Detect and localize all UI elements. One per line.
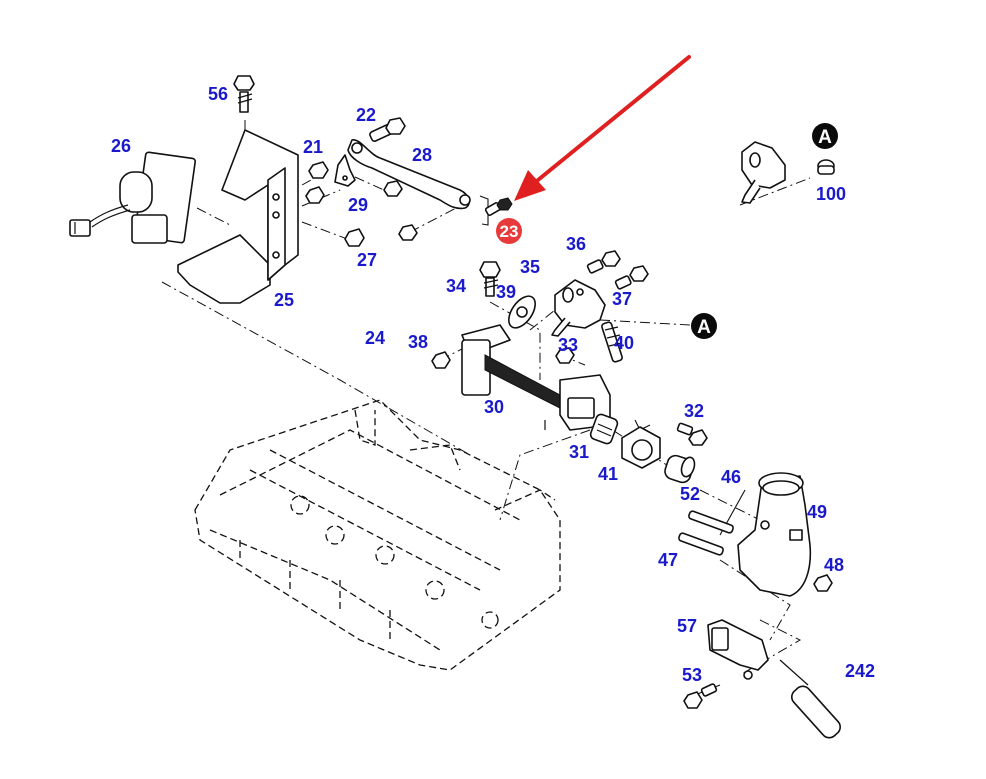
part-37-bolt[interactable] bbox=[614, 265, 649, 290]
callout-34[interactable]: 34 bbox=[446, 276, 466, 296]
callout-41[interactable]: 41 bbox=[598, 464, 618, 484]
part-24-nut-c bbox=[398, 224, 418, 241]
part-24-nut-b bbox=[383, 180, 403, 197]
part-48-nut bbox=[813, 574, 833, 592]
part-36-bolt[interactable] bbox=[586, 250, 621, 274]
callout-40[interactable]: 40 bbox=[614, 333, 634, 353]
reference-marker-a-top[interactable]: A bbox=[812, 123, 838, 149]
part-41-flange[interactable] bbox=[621, 426, 661, 469]
part-39-gasket[interactable] bbox=[503, 292, 540, 333]
part-34-bolt[interactable] bbox=[479, 261, 501, 297]
highlighted-callout-23[interactable]: 23 bbox=[496, 218, 522, 244]
callout-242[interactable]: 242 bbox=[845, 661, 875, 681]
callout-25[interactable]: 25 bbox=[274, 290, 294, 310]
part-26-actuator[interactable] bbox=[69, 151, 197, 244]
callout-49[interactable]: 49 bbox=[807, 502, 827, 522]
reference-marker-a-bottom[interactable]: A bbox=[691, 313, 717, 339]
callout-52[interactable]: 52 bbox=[680, 484, 700, 504]
part-49-elbow[interactable] bbox=[737, 472, 812, 597]
part-23-bolt[interactable] bbox=[484, 197, 513, 217]
callout-21[interactable]: 21 bbox=[303, 137, 323, 157]
part-57-sensor[interactable] bbox=[707, 619, 769, 680]
part-38-nut bbox=[431, 351, 451, 369]
part-24-nut-a bbox=[305, 186, 325, 204]
part-28-rod[interactable] bbox=[347, 139, 471, 210]
part-52-sleeve[interactable] bbox=[663, 454, 697, 485]
part-22-bolt[interactable] bbox=[369, 117, 406, 142]
callout-28[interactable]: 28 bbox=[412, 145, 432, 165]
callout-36[interactable]: 36 bbox=[566, 234, 586, 254]
part-46-stud[interactable] bbox=[688, 510, 734, 534]
part-100-plug[interactable] bbox=[817, 159, 835, 175]
part-33-nut bbox=[555, 347, 575, 364]
callout-32[interactable]: 32 bbox=[684, 401, 704, 421]
part-47-stud[interactable] bbox=[678, 532, 724, 556]
callout-38[interactable]: 38 bbox=[408, 332, 428, 352]
cylinder-head-ghost bbox=[194, 399, 561, 671]
callout-24[interactable]: 24 bbox=[365, 328, 385, 348]
callout-26[interactable]: 26 bbox=[111, 136, 131, 156]
callout-35[interactable]: 35 bbox=[520, 257, 540, 277]
part-29-plate[interactable] bbox=[334, 154, 356, 187]
pointer-arrow bbox=[514, 55, 691, 201]
nuts[interactable] bbox=[305, 161, 833, 592]
callout-57[interactable]: 57 bbox=[677, 616, 697, 636]
part-27-nut bbox=[344, 228, 365, 247]
callout-39[interactable]: 39 bbox=[496, 282, 516, 302]
leader-lines bbox=[161, 120, 811, 698]
reference-label: A bbox=[818, 127, 832, 148]
part-31-gasket[interactable] bbox=[589, 413, 619, 445]
reference-label: A bbox=[697, 317, 711, 338]
part-40-spring[interactable] bbox=[601, 321, 623, 363]
part-32-bolt[interactable] bbox=[676, 422, 708, 446]
callout-labels: 56 22 26 21 28 29 27 25 24 36 35 34 39 3… bbox=[111, 84, 875, 685]
callout-33[interactable]: 33 bbox=[558, 335, 578, 355]
callout-37[interactable]: 37 bbox=[612, 289, 632, 309]
highlight-label: 23 bbox=[500, 222, 519, 241]
callout-53[interactable]: 53 bbox=[682, 665, 702, 685]
part-242-sealant-tube[interactable] bbox=[779, 659, 844, 741]
callout-31[interactable]: 31 bbox=[569, 442, 589, 462]
callout-22[interactable]: 22 bbox=[356, 105, 376, 125]
part-53-bolt[interactable] bbox=[683, 683, 718, 709]
callout-30[interactable]: 30 bbox=[484, 397, 504, 417]
detail-a-assembly[interactable] bbox=[741, 141, 786, 204]
callout-47[interactable]: 47 bbox=[658, 550, 678, 570]
part-56-bolt[interactable] bbox=[233, 75, 255, 113]
callout-100[interactable]: 100 bbox=[816, 184, 846, 204]
callout-46[interactable]: 46 bbox=[721, 467, 741, 487]
callout-56[interactable]: 56 bbox=[208, 84, 228, 104]
highlight-badge bbox=[496, 218, 522, 244]
part-25-bracket[interactable] bbox=[177, 129, 299, 304]
part-21-nut bbox=[308, 161, 329, 179]
callout-29[interactable]: 29 bbox=[348, 195, 368, 215]
callout-27[interactable]: 27 bbox=[357, 250, 377, 270]
callout-48[interactable]: 48 bbox=[824, 555, 844, 575]
part-35-valve[interactable] bbox=[551, 279, 606, 337]
